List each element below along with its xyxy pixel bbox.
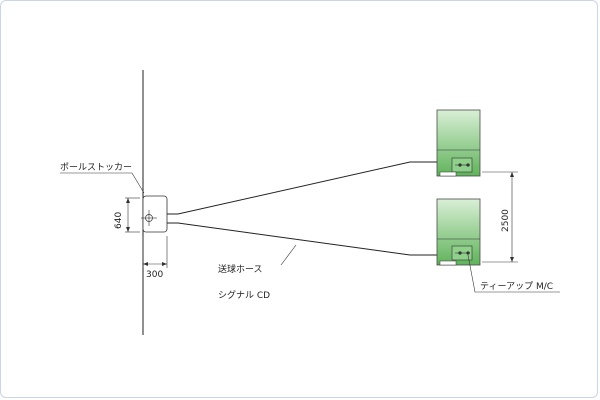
- teeup-label: ティーアップ M/C: [480, 281, 553, 292]
- teeup-machine-upper: [436, 109, 481, 177]
- teeup-machine-lower: [436, 198, 481, 266]
- teeup-leader: [467, 254, 560, 293]
- dimension-300-label: 300: [146, 270, 163, 280]
- hose-label: 送球ホース: [218, 263, 263, 275]
- hose-upper: [167, 161, 440, 215]
- pole-stocker-label: ポールストッカー: [60, 162, 132, 173]
- hose-leader: [280, 244, 297, 266]
- pole-stocker: [141, 195, 168, 233]
- dimension-300: [142, 236, 168, 268]
- hose-lower: [167, 222, 440, 256]
- dimension-2500-label: 2500: [501, 209, 511, 232]
- pole-stocker-leader: [60, 172, 145, 194]
- dimension-2500: [482, 171, 518, 263]
- signal-label: シグナル CD: [218, 289, 270, 301]
- dimension-640: [125, 197, 140, 233]
- dimension-640-label: 640: [114, 212, 124, 229]
